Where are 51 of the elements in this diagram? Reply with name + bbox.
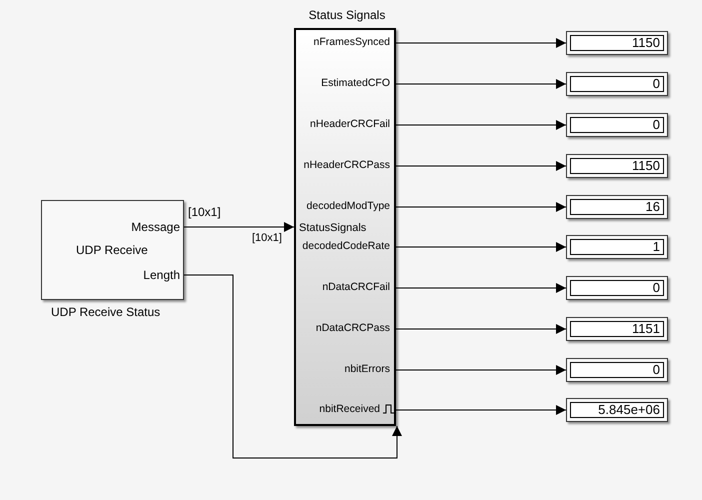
port-label: StatusSignals xyxy=(299,223,366,234)
port-label: nFramesSynced xyxy=(314,37,390,48)
arrow xyxy=(184,274,402,458)
port-label: nbitErrors xyxy=(344,364,390,374)
display-block xyxy=(566,398,668,422)
display-block xyxy=(566,235,668,259)
port-label: nHeaderCRCFail xyxy=(310,119,390,130)
arrow xyxy=(396,324,566,334)
display-block xyxy=(566,317,668,341)
display-value: 1151 xyxy=(570,321,664,337)
edge-label: [10x1] xyxy=(188,206,221,218)
port-label: nDataCRCFail xyxy=(322,282,390,292)
display-block xyxy=(566,154,668,178)
display-block xyxy=(566,72,668,96)
port-label: decodedCodeRate xyxy=(302,241,390,252)
display-value: 5.845e+06 xyxy=(570,402,664,418)
port-label: Message xyxy=(131,221,180,233)
arrow xyxy=(396,120,566,130)
display-block xyxy=(566,31,668,55)
display-value: 1 xyxy=(570,239,664,255)
display-value: 1150 xyxy=(570,158,664,174)
display-block xyxy=(566,276,668,300)
display-block xyxy=(566,113,668,137)
port-label: nHeaderCRCPass xyxy=(304,160,390,170)
port-label: nDataCRCPass xyxy=(316,323,390,334)
display-value: 1150 xyxy=(570,35,664,51)
arrow xyxy=(184,222,294,232)
block-name: UDP Receive xyxy=(76,244,148,256)
arrow xyxy=(396,405,566,415)
block-caption: UDP Receive Status xyxy=(51,306,160,318)
display-value: 0 xyxy=(570,362,664,378)
subsystem-block xyxy=(41,200,184,300)
port-label: nbitReceived xyxy=(319,404,380,414)
display-block xyxy=(566,358,668,382)
arrow xyxy=(396,38,566,48)
arrow xyxy=(396,283,566,293)
display-value: 0 xyxy=(570,280,664,296)
port-label: decodedModType xyxy=(306,201,390,212)
display-value: 16 xyxy=(570,199,664,215)
arrow xyxy=(396,79,566,89)
arrow xyxy=(396,242,566,252)
port-label: Length xyxy=(143,269,180,281)
port-label: EstimatedCFO xyxy=(321,78,390,88)
display-value: 0 xyxy=(570,117,664,133)
display-value: 0 xyxy=(570,76,664,92)
signal-dimension: [10x1] xyxy=(252,233,282,244)
arrow xyxy=(396,365,566,375)
display-block xyxy=(566,195,668,219)
block-title: Status Signals xyxy=(308,9,386,21)
arrow xyxy=(396,202,566,212)
arrow xyxy=(396,161,566,171)
